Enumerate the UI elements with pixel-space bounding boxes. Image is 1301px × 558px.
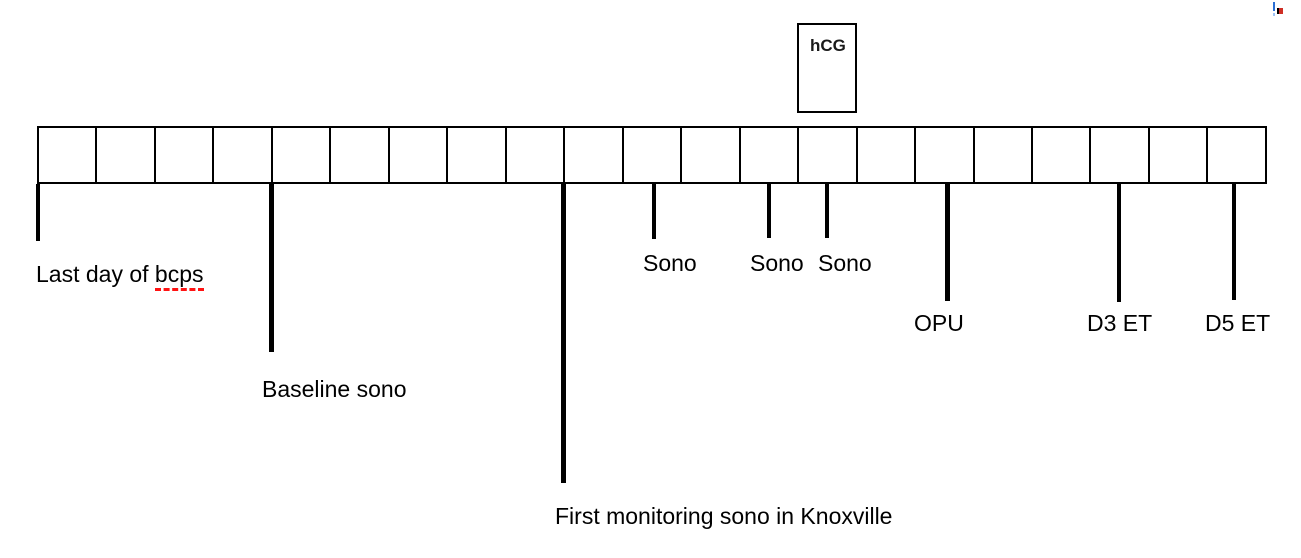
timeline-cell — [273, 128, 332, 182]
tick-sono-1 — [652, 184, 656, 239]
timeline-cell — [858, 128, 917, 182]
timeline-cell — [331, 128, 390, 182]
event-label-opu: OPU — [914, 310, 964, 336]
timeline-cell — [624, 128, 683, 182]
event-label-d5-et: D5 ET — [1205, 310, 1271, 336]
misspelled-word-bcps: bcps — [154, 261, 204, 291]
event-label-baseline-sono: Baseline sono — [262, 376, 407, 402]
timeline-cell — [565, 128, 624, 182]
event-label-sono-3: Sono — [818, 250, 872, 276]
text-cursor-flag — [1277, 8, 1283, 14]
timeline-strip — [37, 126, 1267, 184]
event-label-sono-1: Sono — [643, 250, 697, 276]
timeline-cell — [214, 128, 273, 182]
tick-d3-et — [1117, 184, 1121, 302]
label-text: Last day of — [36, 261, 155, 287]
timeline-cell — [390, 128, 449, 182]
timeline-cell — [97, 128, 156, 182]
timeline-cell — [1150, 128, 1209, 182]
timeline-cell — [916, 128, 975, 182]
tick-baseline-sono — [269, 184, 274, 352]
timeline-cell — [682, 128, 741, 182]
timeline-cell — [799, 128, 858, 182]
timeline-cell — [1033, 128, 1092, 182]
event-label-first-monitoring-sono: First monitoring sono in Knoxville — [555, 503, 893, 529]
text-cursor-caret — [1273, 2, 1275, 11]
timeline-cell — [507, 128, 566, 182]
timeline-cell — [156, 128, 215, 182]
tick-d5-et — [1232, 184, 1236, 300]
tick-sono-2 — [767, 184, 771, 238]
hcg-label: hCG — [810, 36, 846, 55]
timeline-cell — [1208, 128, 1264, 182]
timeline-cell — [741, 128, 800, 182]
tick-sono-3 — [825, 184, 829, 238]
timeline-cell — [1091, 128, 1150, 182]
timeline-cell — [975, 128, 1033, 182]
timeline-cell — [39, 128, 98, 182]
tick-first-monitoring-sono — [561, 184, 566, 483]
event-label-sono-2: Sono — [750, 250, 804, 276]
tick-last-day-of-bcps — [36, 184, 40, 241]
timeline-cell — [448, 128, 507, 182]
hcg-box: hCG — [797, 23, 857, 113]
event-label-d3-et: D3 ET — [1087, 310, 1153, 336]
text-cursor-caret-tail — [1273, 13, 1275, 16]
event-label-last-day-of-bcps: Last day of bcps — [36, 261, 204, 291]
tick-opu — [945, 184, 950, 301]
